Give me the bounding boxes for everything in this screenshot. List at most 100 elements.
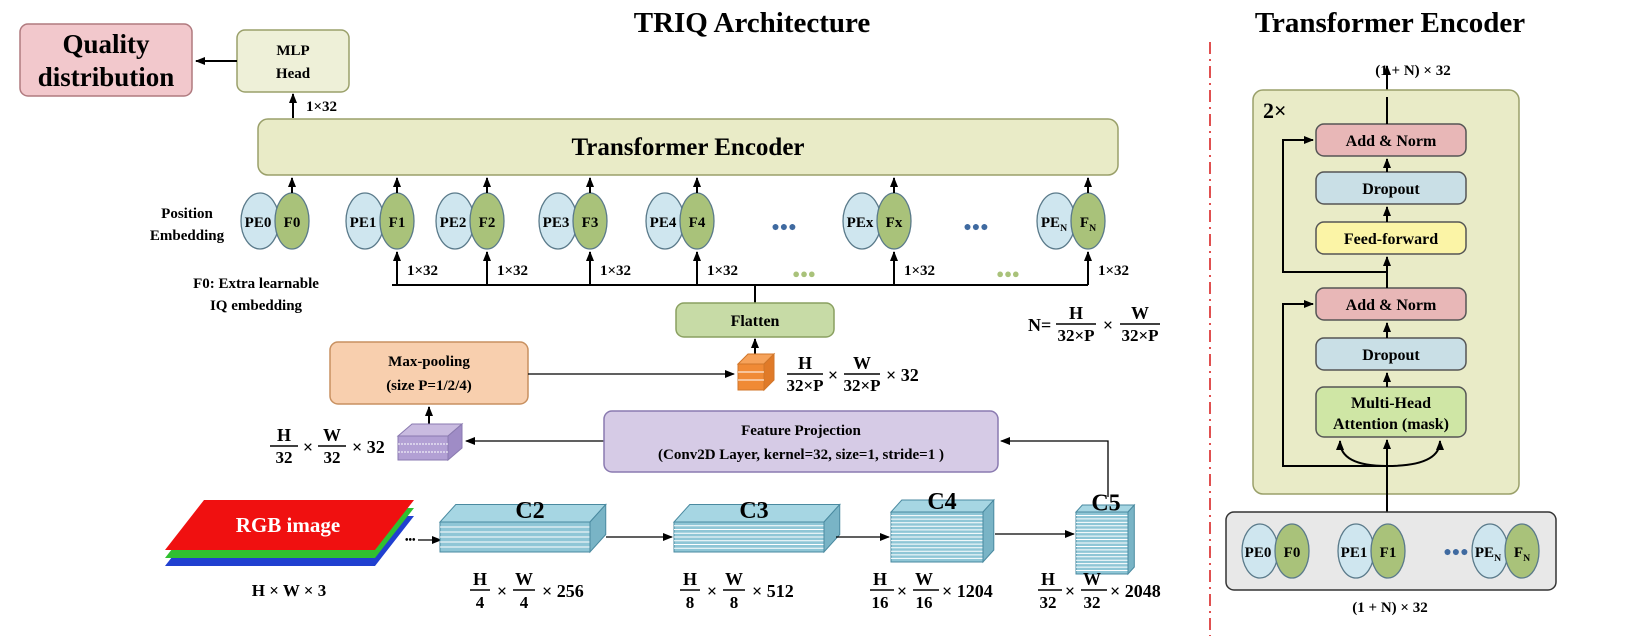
pe-token-label-1: PE1 xyxy=(350,215,377,231)
pool-dims: H 32×P × W 32×P × 32 xyxy=(786,353,918,395)
dropout-top xyxy=(1315,171,1467,205)
maxpool-box xyxy=(329,341,529,405)
dim-times-c2: × xyxy=(497,581,507,601)
dim-den2-c4: 16 xyxy=(916,593,933,612)
rgb-dots: ••• xyxy=(405,535,416,546)
mlp-label-line2: Head xyxy=(276,66,311,82)
mlp-label-line1: MLP xyxy=(276,43,309,59)
dim-times-c4: × xyxy=(897,581,907,601)
token-pair-1: PE1 F1 xyxy=(345,177,415,250)
flatten-box xyxy=(675,302,835,338)
pool-frac-den2: 32×P xyxy=(843,376,880,395)
proj-frac-den: 32 xyxy=(276,448,293,467)
n-frac-den: 32×P xyxy=(1057,326,1094,345)
backbone-stack-c2: C2 xyxy=(438,498,607,554)
token-ellipsis-2: ●●● xyxy=(963,220,988,235)
n-times: × xyxy=(1103,315,1113,335)
dim-den-c5: 32 xyxy=(1040,593,1057,612)
dim-ch-c5: × 2048 xyxy=(1110,581,1161,601)
maxpool-label-2: (size P=1/2/4) xyxy=(386,378,472,394)
dim-num2-c2: W xyxy=(515,569,533,589)
side-title: Transformer Encoder xyxy=(1255,7,1525,39)
projection-dims: H 32 × W 32 × 32 xyxy=(270,425,385,467)
encoder-output-dim: (1 + N) × 32 xyxy=(1375,63,1450,79)
dim-num2-c4: W xyxy=(915,569,933,589)
pooled-feature-stack xyxy=(736,352,776,392)
dim-den2-c3: 8 xyxy=(730,593,739,612)
position-embedding-label-2: Embedding xyxy=(150,228,225,244)
pool-frac-den: 32×P xyxy=(786,376,823,395)
dim-num-c4: H xyxy=(873,569,887,589)
add-norm-bottom xyxy=(1315,287,1467,321)
mlp-head-box xyxy=(236,29,350,93)
encoder-repeat: 2× xyxy=(1263,98,1287,123)
dim-ch-c2: × 256 xyxy=(542,581,584,601)
pe-token-label-4: PE4 xyxy=(650,215,677,231)
projection-label-1: Feature Projection xyxy=(741,423,861,439)
mlp-dim-label: 1×32 xyxy=(306,99,337,115)
f-token-label-x: Fx xyxy=(886,215,903,231)
feed-forward xyxy=(1315,221,1467,255)
mha-label-2: Attention (mask) xyxy=(1333,416,1449,433)
backbone-stack-c3: C3 xyxy=(672,498,841,554)
dim-den2-c2: 4 xyxy=(520,593,529,612)
token-dim-3: 1×32 xyxy=(600,263,631,279)
backbone-label-c2: C2 xyxy=(515,498,544,524)
backbone-dims-c2: H 4 × W 4 × 256 xyxy=(470,569,584,612)
projection-label-2: (Conv2D Layer, kernel=32, size=1, stride… xyxy=(658,447,944,463)
input-ellipsis-1: ●●● xyxy=(792,266,816,281)
dim-den-c4: 16 xyxy=(872,593,889,612)
position-embedding-label-1: Position xyxy=(161,206,213,222)
n-frac-num2: W xyxy=(1131,303,1149,323)
transformer-encoder-label: Transformer Encoder xyxy=(571,134,804,161)
encoder-input-dim: (1 + N) × 32 xyxy=(1352,600,1427,616)
n-definition: N= H 32×P × W 32×P xyxy=(1028,303,1160,345)
dim-num2-c5: W xyxy=(1083,569,1101,589)
rgb-image-label: RGB image xyxy=(236,513,340,537)
encoder-layers: Add & Norm Dropout Feed-forward Add & No… xyxy=(1315,123,1467,438)
encoder-f-label-0: F0 xyxy=(1284,545,1301,561)
dim-ch-c4: × 1204 xyxy=(942,581,993,601)
rgb-image-stack: RGB image xyxy=(165,500,414,566)
f-token-label-3: F3 xyxy=(582,215,599,231)
dim-num-c3: H xyxy=(683,569,697,589)
backbone-dims-c4: H 16 × W 16 × 1204 xyxy=(870,569,993,612)
add-norm-top-label: Add & Norm xyxy=(1346,133,1437,150)
add-norm-bottom-label: Add & Norm xyxy=(1346,297,1437,314)
dim-num2-c3: W xyxy=(725,569,743,589)
feed-forward-label: Feed-forward xyxy=(1344,231,1438,248)
flatten-label: Flatten xyxy=(731,313,780,330)
encoder-pe-label-0: PE0 xyxy=(1245,545,1272,561)
transformer-encoder-bar xyxy=(257,118,1119,176)
dropout-top-label: Dropout xyxy=(1362,181,1420,198)
dim-num-c5: H xyxy=(1041,569,1055,589)
dim-den-c2: 4 xyxy=(476,593,485,612)
proj-times: × xyxy=(303,437,313,457)
maxpool-label-1: Max-pooling xyxy=(388,354,470,370)
token-dim-n: 1×32 xyxy=(1098,263,1129,279)
f0-note-line1: F0: Extra learnable xyxy=(193,276,319,292)
proj-frac-num: H xyxy=(277,425,291,445)
encoder-arrows xyxy=(1282,97,1444,512)
proj-tail: × 32 xyxy=(352,437,385,457)
feature-projection-box xyxy=(603,410,999,473)
quality-distribution-box xyxy=(19,23,193,97)
dim-num-c2: H xyxy=(473,569,487,589)
pool-frac-num2: W xyxy=(853,353,871,373)
n-frac-num: H xyxy=(1069,303,1083,323)
f-token-label-1: F1 xyxy=(389,215,406,231)
token-ellipsis-1: ●●● xyxy=(771,220,796,235)
backbone-stack-c5: C5 xyxy=(1074,490,1136,576)
encoder-input-ellipsis: ●●● xyxy=(1443,545,1468,560)
encoder-f-label-1: F1 xyxy=(1380,545,1397,561)
backbone-dims-c3: H8×W8× 512 xyxy=(680,569,794,612)
